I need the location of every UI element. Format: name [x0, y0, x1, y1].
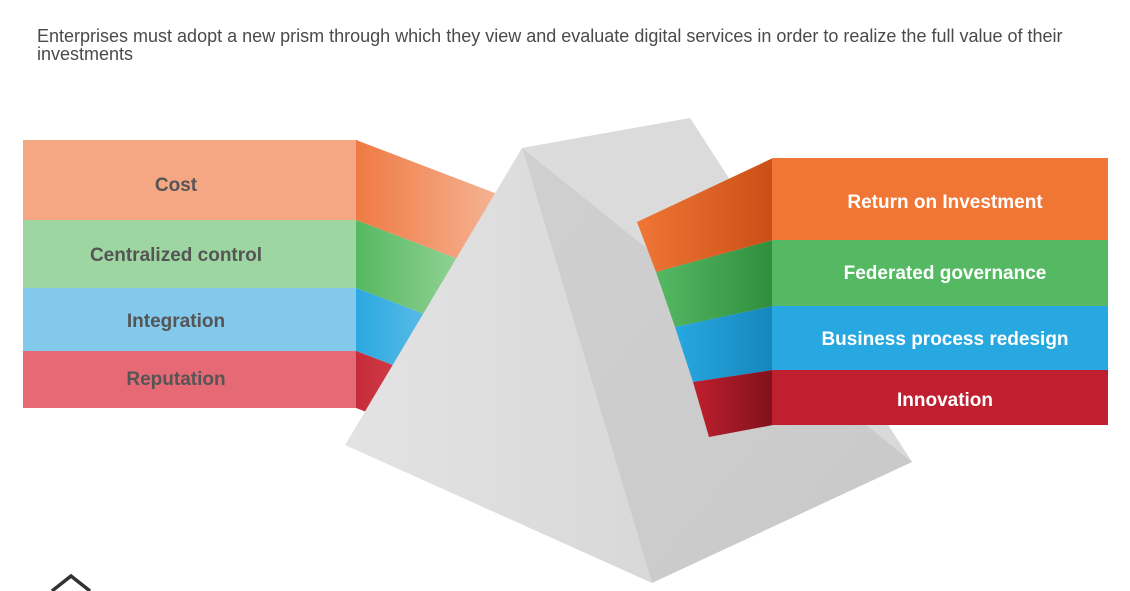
incoming-label-integration: Integration	[127, 311, 225, 332]
outgoing-label-federated-governance: Federated governance	[844, 263, 1047, 284]
outgoing-label-innovation: Innovation	[897, 390, 993, 411]
outgoing-label-return-on-investment: Return on Investment	[847, 192, 1043, 213]
incoming-label-cost: Cost	[155, 175, 198, 196]
scroll-up-chevron-icon[interactable]	[50, 573, 92, 591]
outgoing-band-return-on-investment	[637, 158, 1108, 272]
incoming-label-centralized-control: Centralized control	[90, 245, 262, 266]
prism-left-face	[345, 148, 652, 583]
outgoing-band-business-process-redesign	[675, 306, 1108, 382]
outgoing-band-innovation	[693, 370, 1108, 437]
incoming-band-cost	[23, 140, 500, 275]
headline: Enterprises must adopt a new prism throu…	[37, 26, 1063, 64]
incoming-label-reputation: Reputation	[126, 369, 225, 390]
outgoing-band-federated-governance	[656, 240, 1108, 327]
outgoing-label-business-process-redesign: Business process redesign	[821, 329, 1068, 350]
